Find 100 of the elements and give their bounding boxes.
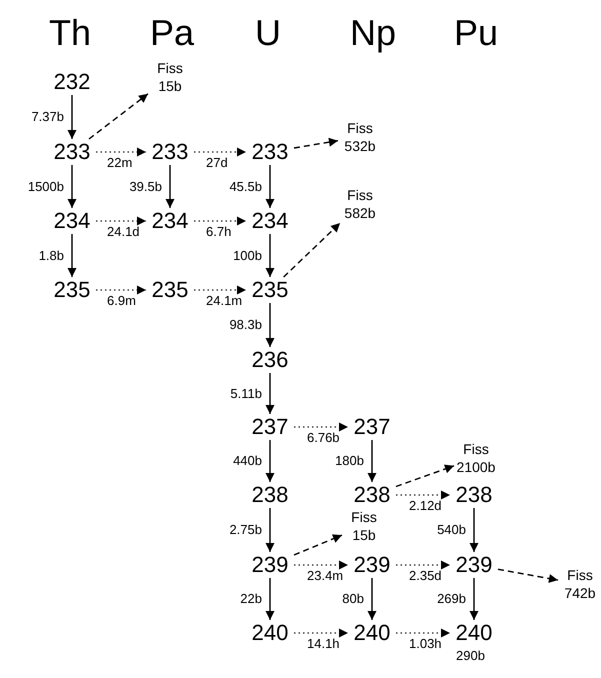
cross-section-value: 15b [157, 77, 183, 95]
edge-label: 540b [437, 523, 466, 537]
mass-number: 236 [252, 348, 288, 372]
edge-label: 1.03h [409, 637, 442, 651]
mass-number: 235 [252, 278, 288, 302]
mass-number: 238 [354, 483, 390, 507]
edge-label: 23.4m [307, 569, 344, 583]
arrow [470, 508, 478, 552]
arrow [294, 422, 348, 432]
mass-number: 237 [354, 415, 390, 439]
fission-label: Fiss [351, 508, 377, 526]
edge-label: 5.11b [230, 386, 262, 400]
mass-number: 239 [252, 553, 288, 577]
mass-number: 234 [252, 209, 288, 233]
edge-label: 6.9m [107, 294, 136, 308]
fission-label: Fiss [462, 440, 490, 458]
cross-section-value: 532b [344, 137, 376, 155]
edge-label: 6.76b [307, 431, 340, 445]
fission-label: Fiss [566, 566, 594, 584]
edge-label: 2.12d [409, 499, 442, 513]
edge-label: 22m [107, 156, 132, 170]
mass-number: 234 [152, 209, 188, 233]
arrow [294, 534, 342, 556]
mass-number: 233 [54, 140, 90, 164]
mass-number: 237 [252, 415, 288, 439]
arrow [266, 578, 274, 620]
mass-number: 239 [354, 553, 390, 577]
mass-number: 233 [152, 140, 188, 164]
cross-section-value: 582b [344, 204, 376, 222]
edge-label: 1.8b [38, 248, 64, 262]
mass-number: 234 [54, 209, 90, 233]
arrow [194, 286, 246, 294]
arrow [96, 286, 146, 294]
arrow [266, 234, 274, 277]
mass-number: 233 [252, 140, 288, 164]
edge-label: 100b [233, 248, 262, 262]
cross-section-value: 15b [351, 526, 377, 544]
arrow [96, 216, 146, 226]
arrow [68, 234, 76, 277]
arrow [266, 303, 274, 347]
mass-number: 240 [354, 621, 390, 645]
edge-label: 45.5b [229, 180, 262, 194]
mass-number: 232 [54, 70, 90, 94]
column-heading: Np [350, 12, 396, 54]
arrow [396, 464, 454, 488]
arrow [68, 165, 76, 208]
arrow [368, 440, 376, 482]
edge-label: 7.37b [31, 110, 64, 124]
arrow [396, 490, 450, 500]
edge-label: 2.75b [229, 523, 262, 537]
arrow [96, 148, 146, 156]
arrow [294, 560, 348, 570]
column-heading: Th [49, 12, 91, 54]
arrow [470, 578, 478, 620]
mass-number: 235 [152, 278, 188, 302]
arrow [396, 560, 450, 570]
column-heading: Pu [454, 12, 498, 54]
arrow [88, 93, 148, 140]
arrow [294, 628, 348, 638]
arrow [283, 222, 341, 278]
fission-label: Fiss [346, 119, 374, 137]
arrow [266, 165, 274, 208]
arrow [194, 148, 246, 156]
edge-label: 440b [233, 454, 262, 468]
mass-number: 235 [54, 278, 90, 302]
arrow [294, 138, 338, 149]
edge-label: 22b [240, 592, 262, 606]
cross-section-value: 2100b [456, 458, 496, 476]
edge-label: 98.3b [229, 318, 262, 332]
fission-label: Fiss [157, 59, 183, 77]
arrow [68, 95, 76, 139]
cross-section-value: 290b [456, 649, 485, 663]
edge-label: 24.1d [107, 225, 140, 239]
column-heading: Pa [150, 12, 194, 54]
edge-label: 27d [206, 156, 228, 170]
mass-number: 240 [456, 621, 492, 645]
edge-label: 24.1m [206, 294, 242, 308]
cross-section-value: 742b [564, 584, 596, 602]
edge-label: 1500b [28, 180, 64, 194]
arrow [498, 568, 558, 583]
arrow [166, 165, 174, 208]
edge-label: 80b [342, 592, 364, 606]
mass-number: 238 [456, 483, 492, 507]
edge-label: 39.5b [129, 180, 162, 194]
edge-label: 6.7h [206, 225, 232, 239]
arrow [368, 578, 376, 620]
mass-number: 239 [456, 553, 492, 577]
mass-number: 240 [252, 621, 288, 645]
arrow [194, 216, 246, 226]
edge-label: 2.35d [409, 569, 442, 583]
edge-label: 269b [437, 592, 466, 606]
edge-label: 180b [335, 454, 364, 468]
fission-label: Fiss [346, 186, 374, 204]
arrow [266, 440, 274, 482]
arrow [266, 373, 274, 414]
arrow [266, 508, 274, 552]
arrow [396, 628, 450, 638]
edge-label: 14.1h [307, 637, 340, 651]
mass-number: 238 [252, 483, 288, 507]
column-heading: U [255, 12, 281, 54]
